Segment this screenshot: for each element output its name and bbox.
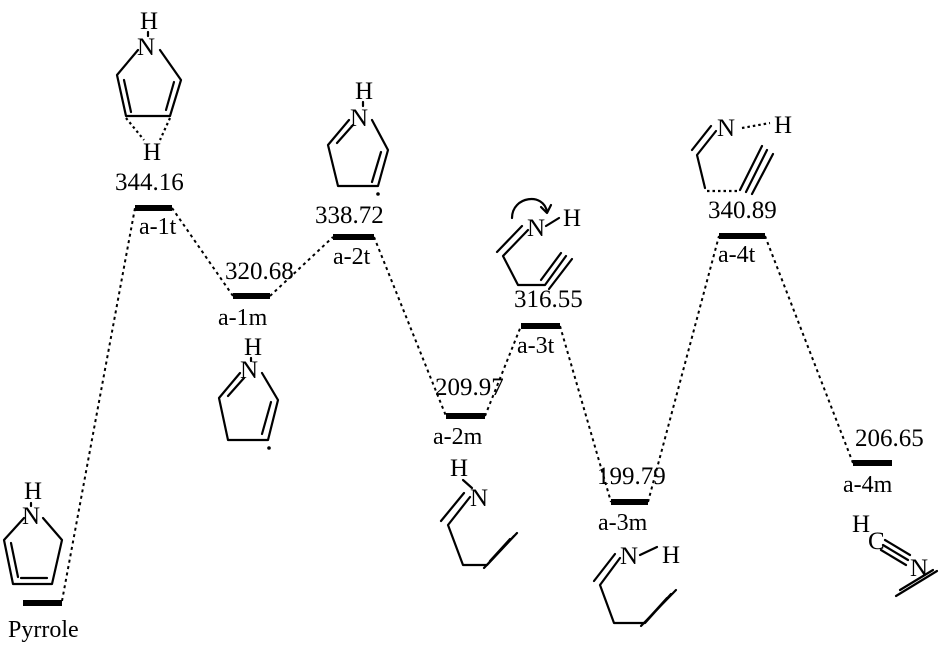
atom-h: H <box>563 205 581 232</box>
atom-h: H <box>140 8 158 35</box>
structure-a-1m: H N <box>217 334 280 450</box>
atom-h: H <box>852 511 870 538</box>
state-label-a-4m: a-4m <box>843 472 893 498</box>
state-label-a-1m: a-1m <box>218 305 268 331</box>
atom-n: N <box>470 485 488 512</box>
structure-a-4m: H C N <box>852 511 939 598</box>
atom-n: N <box>620 543 638 570</box>
atom-c: C <box>868 528 885 555</box>
energy-value-a-4m: 206.65 <box>855 425 924 452</box>
atom-h: H <box>244 334 262 361</box>
energy-value-a-1t: 344.16 <box>115 169 184 196</box>
structure-a-3m: N H <box>592 542 680 628</box>
connector-pyrrole-a1t <box>61 207 136 602</box>
energy-value-a-3m: 199.79 <box>597 463 666 490</box>
connector-a3t-a3m <box>559 325 612 503</box>
structure-a-2m: H N <box>439 455 519 570</box>
structure-a-4t: N H <box>690 112 792 196</box>
connector-a1m-a2t <box>269 236 334 297</box>
energy-values: 344.16 320.68 338.72 209.97 316.55 199.7… <box>115 169 924 490</box>
structure-a-2t: H N <box>326 78 390 196</box>
energy-value-a-2m: 209.97 <box>435 374 504 401</box>
structure-pyrrole: H N <box>2 478 64 586</box>
atom-n: N <box>350 105 368 132</box>
state-labels: Pyrrole a-1t a-1m a-2t a-2m a-3t a-3m a-… <box>8 214 893 643</box>
atom-n: N <box>22 503 40 530</box>
energy-value-a-4t: 340.89 <box>708 197 777 224</box>
connector-lines <box>61 207 854 602</box>
connector-a4t-a4m <box>764 235 854 464</box>
state-label-a-3t: a-3t <box>517 333 555 359</box>
structure-a-1t: H N H <box>115 8 183 166</box>
atom-h: H <box>143 139 161 166</box>
atom-h: H <box>774 112 792 139</box>
atom-h: H <box>450 455 468 482</box>
energy-value-a-1m: 320.68 <box>225 258 294 285</box>
connector-a3m-a4t <box>647 235 720 503</box>
atom-n: N <box>527 215 545 242</box>
state-label-a-4t: a-4t <box>718 242 756 268</box>
state-label-a-3m: a-3m <box>598 510 648 536</box>
energy-value-a-2t: 338.72 <box>315 202 384 229</box>
atom-h: H <box>355 78 373 105</box>
atom-n: N <box>717 115 735 142</box>
state-label-pyrrole: Pyrrole <box>8 617 79 643</box>
structure-a-3t: N H <box>495 197 581 291</box>
energy-value-a-3t: 316.55 <box>514 286 583 313</box>
state-label-a-1t: a-1t <box>139 214 177 240</box>
connector-a2m-a3t <box>484 325 522 417</box>
state-label-a-2t: a-2t <box>333 244 371 270</box>
atom-n: N <box>137 34 155 61</box>
energy-levels <box>23 205 892 606</box>
atom-h: H <box>662 542 680 569</box>
connector-a1t-a1m <box>171 207 234 297</box>
atom-h: H <box>24 478 42 505</box>
state-label-a-2m: a-2m <box>433 424 483 450</box>
